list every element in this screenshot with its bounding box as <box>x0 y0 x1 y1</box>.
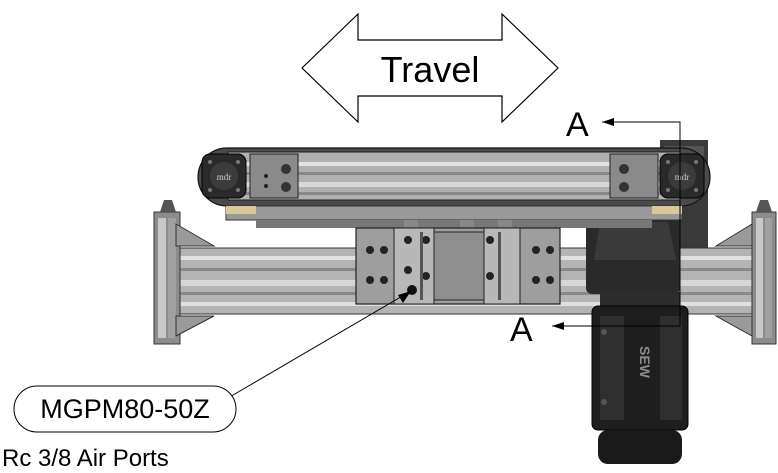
travel-label: Travel <box>381 49 480 90</box>
section-label-bottom: A <box>510 311 533 349</box>
travel-arrow: Travel <box>301 12 559 124</box>
section-label-top: A <box>566 106 589 144</box>
section-line: A A <box>510 106 681 349</box>
callout-leader <box>227 290 412 399</box>
pulley-left: mdr <box>201 153 247 199</box>
cylinder-model-label: MGPM80-50Z <box>40 394 210 424</box>
pulley-right: mdr <box>659 153 705 199</box>
gearbox <box>586 214 680 294</box>
pulley-right-logo: mdr <box>675 172 690 182</box>
pulley-left-logo: mdr <box>217 172 232 182</box>
conveyor-belt <box>197 147 711 228</box>
cylinder-plate <box>355 220 561 305</box>
callout-arrowhead <box>398 291 411 303</box>
air-ports-label: Rc 3/8 Air Ports <box>2 445 169 472</box>
end-bracket-right <box>714 200 777 345</box>
cylinder-callout: MGPM80-50Z <box>13 385 237 433</box>
end-bracket-left <box>153 200 216 345</box>
motor-logo: SEW <box>637 346 653 379</box>
motor: SEW <box>591 292 689 464</box>
